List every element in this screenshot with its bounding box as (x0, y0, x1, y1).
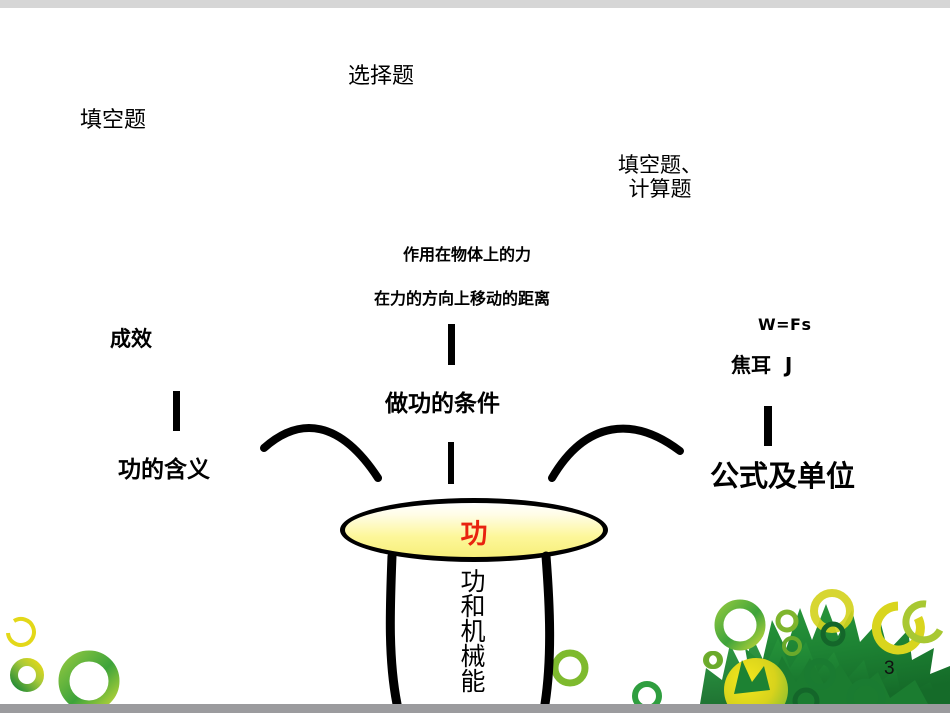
center-node-ellipse: 功 (340, 498, 608, 562)
center-node-label: 功 (460, 518, 488, 550)
label-branch-meaning-of-work: 功的含义 (118, 457, 210, 483)
slide-bottom-edge-bar (0, 704, 950, 713)
connector-bar-center-upper (448, 324, 455, 365)
label-left-detail-effect: 成效 (110, 327, 152, 351)
label-formula-wfs: W=Fs (758, 315, 812, 334)
slide-top-edge-bar (0, 0, 950, 8)
slide-content-area: 选择题 填空题 填空题、 计算题 作用在物体上的力 在力的方向上移动的距离 成效… (0, 8, 950, 704)
label-branch-formula-and-unit: 公式及单位 (710, 459, 856, 493)
connector-bar-right (764, 406, 772, 446)
label-unit-joule: 焦耳 J (731, 353, 793, 377)
label-center-question-type: 选择题 (348, 64, 415, 89)
page-number: 3 (884, 658, 895, 679)
connector-bar-center-lower (448, 442, 454, 484)
label-right-question-type: 填空题、 计算题 (618, 153, 702, 201)
vertical-caption-work-and-mechanical-energy: 功和机械能 (457, 568, 486, 693)
label-work-condition-one: 作用在物体上的力 (403, 245, 532, 264)
label-branch-work-conditions: 做功的条件 (385, 391, 500, 417)
connector-bar-left (173, 391, 180, 431)
label-left-question-type: 填空题 (80, 108, 147, 133)
label-work-condition-two: 在力的方向上移动的距离 (374, 289, 551, 308)
